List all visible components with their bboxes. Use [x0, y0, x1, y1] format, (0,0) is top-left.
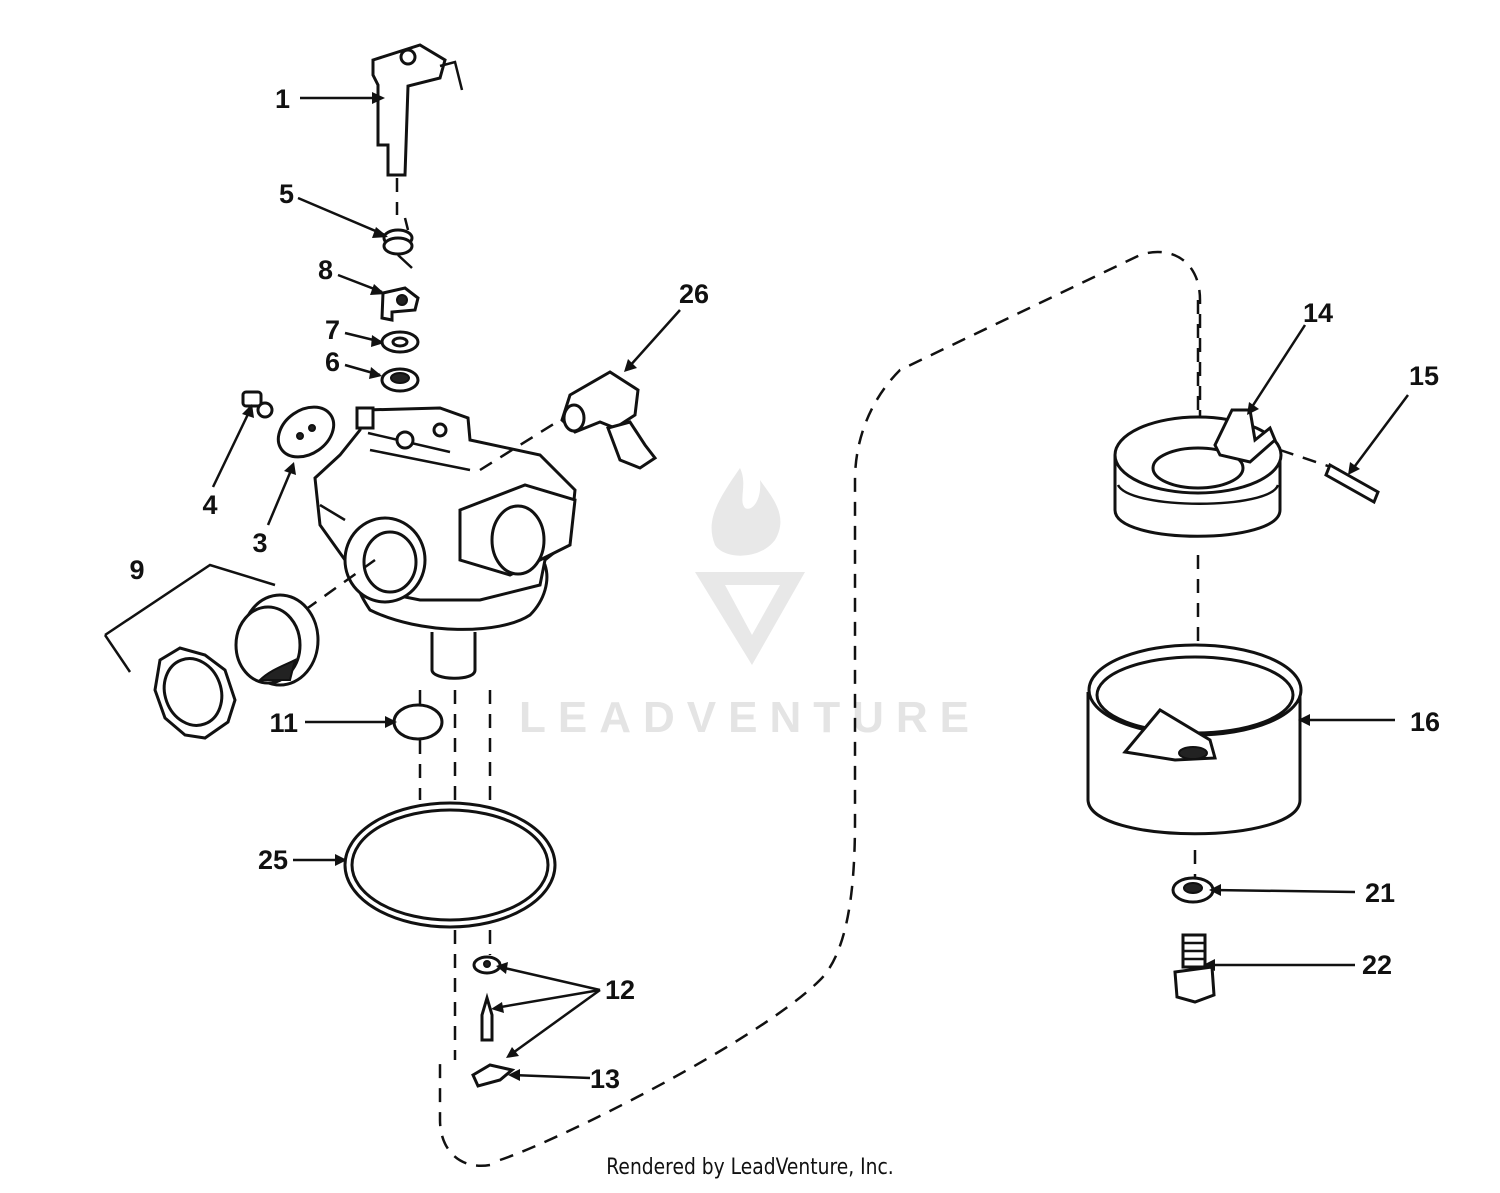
callout-11: 11: [269, 708, 298, 738]
part-11-seal: [392, 703, 444, 741]
rendered-by-credit: Rendered by LeadVenture, Inc.: [606, 1155, 894, 1180]
part-1-throttle-lever: [371, 43, 464, 177]
callout-21: 21: [1365, 878, 1395, 908]
part-15-float-pin: [1324, 462, 1380, 505]
watermark-text: LEADVENTURE: [519, 693, 981, 742]
callout-25: 25: [258, 845, 288, 875]
part-21-washer: [1171, 876, 1215, 904]
part-6-seal: [380, 367, 420, 393]
watermark-v-icon: [695, 572, 805, 665]
callout-16: 16: [1410, 707, 1440, 737]
callout-26: 26: [679, 279, 709, 309]
callout-14: 14: [1303, 298, 1333, 328]
callout-12: 12: [605, 975, 635, 1005]
part-16-float-bowl: [1086, 643, 1303, 836]
callout-4: 4: [202, 490, 217, 520]
part-22-bowl-nut: [1173, 933, 1216, 1004]
watermark-flame-icon: [711, 468, 781, 556]
callout-3: 3: [252, 528, 267, 558]
part-14-float: [1113, 408, 1283, 538]
part-13-clip: [471, 1063, 516, 1088]
callout-22: 22: [1362, 950, 1392, 980]
part-8-clip: [380, 286, 420, 322]
arrowheads: [242, 92, 1360, 1081]
part-7-washer: [380, 330, 420, 354]
callout-5: 5: [279, 179, 294, 209]
callout-15: 15: [1409, 361, 1439, 391]
part-25-gasket: [343, 801, 557, 929]
assembly-outline-dashed: [438, 250, 1202, 1168]
part-3-throttle-plate: [276, 405, 336, 459]
callout-7: 7: [325, 315, 340, 345]
part-26-fuel-elbow: [560, 370, 658, 470]
part-5-spring: [382, 217, 414, 269]
callout-13: 13: [590, 1064, 620, 1094]
carburetor-body: [313, 406, 577, 680]
leader-lines: [211, 96, 1410, 1080]
part-9-primer-assembly: [103, 563, 320, 740]
watermark: LEADVENTURE: [519, 468, 981, 742]
callout-labels: 1 5 8 7 6 4 3 9 26 11 25 12 13 14 15 16 …: [129, 84, 1440, 1094]
callout-1: 1: [275, 84, 290, 114]
callout-8: 8: [318, 255, 333, 285]
callout-9: 9: [129, 555, 144, 585]
callout-6: 6: [325, 347, 340, 377]
part-12-needle-set: [472, 955, 502, 1042]
